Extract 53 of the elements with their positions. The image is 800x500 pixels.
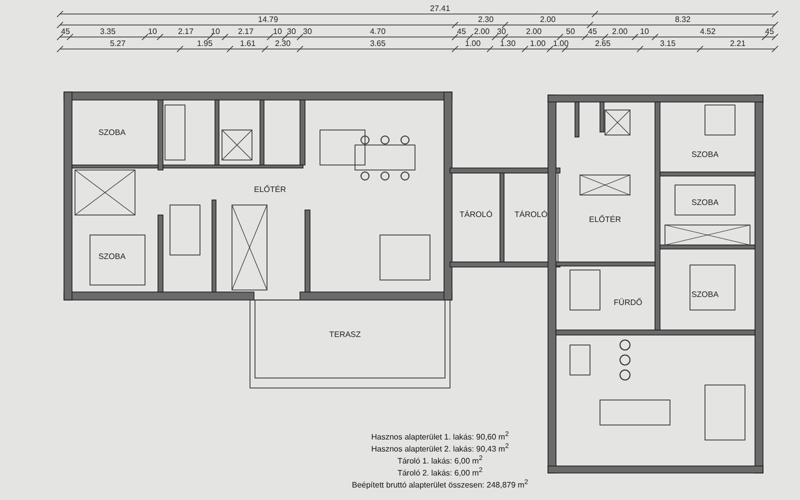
room-label: TÁROLÓ (514, 210, 548, 220)
dimension-label: 4.52 (700, 27, 716, 36)
dimension-label: 2.17 (238, 27, 254, 36)
area-note: Hasznos alapterület 2. lakás: 90,43 m$^{2}$ (371, 442, 509, 455)
dimension-label: 45 (588, 27, 597, 36)
area-note: Beépített bruttó alapterület összesen: 248,879 m$^{2}$ (352, 478, 528, 491)
dimension-label: 30 (497, 27, 506, 36)
room-label: ELŐTÉR (254, 185, 286, 195)
dimension-label: 2.30 (478, 15, 494, 24)
dimension-label: 2.00 (612, 27, 628, 36)
dimension-label: 10 (211, 27, 220, 36)
dimension-label: 10 (148, 27, 157, 36)
dimension-label: 1.00 (530, 39, 546, 48)
area-note: Tároló 2. lakás: 6,00 m$^{2}$ (397, 466, 483, 479)
dimension-label: 1.30 (500, 39, 516, 48)
room-label: SZOBA (691, 150, 719, 160)
dimension-label: 2.65 (595, 39, 611, 48)
dimension-label: 1.95 (197, 39, 213, 48)
dimension-label: 4.70 (370, 27, 386, 36)
dimension-label: 2.00 (540, 15, 556, 24)
room-label: TÁROLÓ (460, 210, 492, 220)
room-label: SZOBA (691, 290, 719, 300)
room-label: SZOBA (691, 198, 719, 208)
dimension-label: 2.21 (730, 39, 746, 48)
dimension-label: 3.65 (370, 39, 386, 48)
dimension-label: 8.32 (675, 15, 691, 24)
room-label: TERASZ (329, 330, 361, 340)
room-label: FÜRDŐ (614, 298, 642, 308)
dimension-label: 45 (61, 27, 70, 36)
area-note: Tároló 1. lakás: 6,00 m$^{2}$ (397, 454, 483, 467)
room-label: ELŐTÉR (589, 215, 621, 225)
dimension-label: 10 (640, 27, 649, 36)
dimension-label: 3.35 (100, 27, 116, 36)
dimension-label: 2.17 (178, 27, 194, 36)
area-note: Hasznos alapterület 1. lakás: 90,60 m$^{2}$ (371, 430, 509, 443)
room-label: SZOBA (98, 252, 126, 262)
dimension-label: 30 (287, 27, 296, 36)
dimension-label: 2.30 (275, 39, 291, 48)
dimension-label: 30 (303, 27, 312, 36)
dimension-label: 2.00 (474, 27, 490, 36)
dimension-label: 1.61 (240, 39, 256, 48)
dimension-label: 2.00 (526, 27, 542, 36)
dimension-label: 1.00 (553, 39, 569, 48)
dimension-label: 27.41 (430, 4, 450, 13)
dimension-label: 5.27 (110, 39, 126, 48)
room-label: SZOBA (98, 128, 126, 138)
dimension-label: 1.00 (465, 39, 481, 48)
dimension-label: 50 (566, 27, 575, 36)
dimension-label: 14.79 (258, 15, 278, 24)
dimension-label: 45 (765, 27, 774, 36)
dimension-label: 10 (273, 27, 282, 36)
dimension-label: 45 (457, 27, 466, 36)
dimension-label: 3.15 (660, 39, 676, 48)
